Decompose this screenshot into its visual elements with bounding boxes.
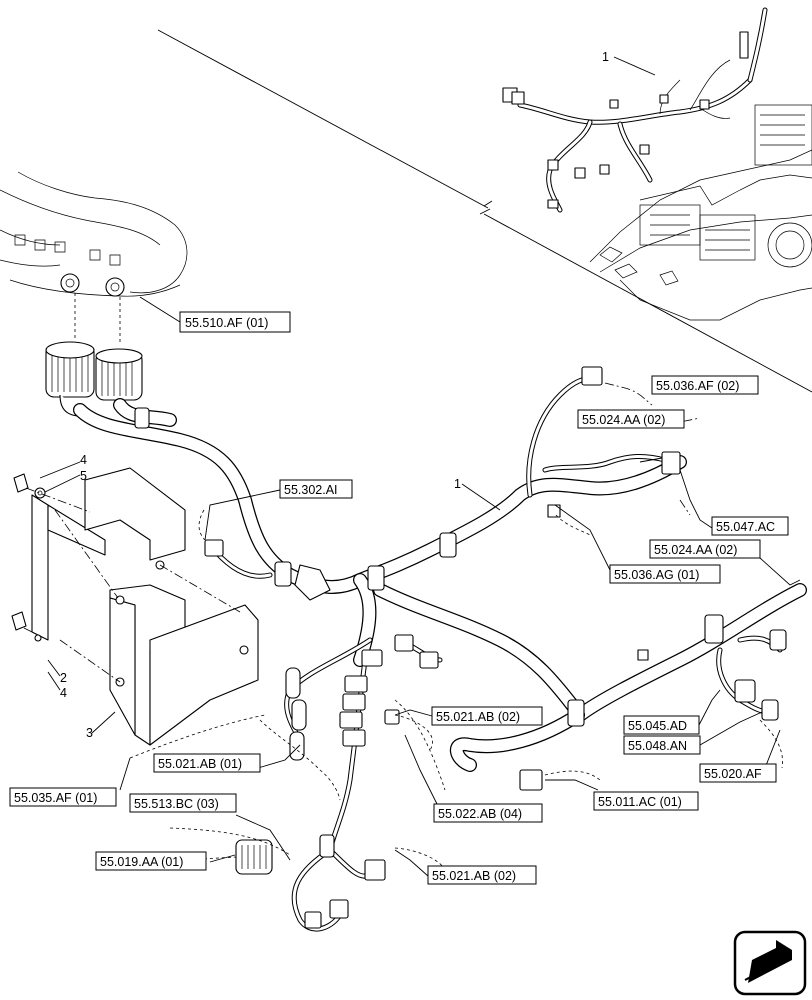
item-3-label: 3 — [86, 726, 93, 740]
callout-55-047-ac[interactable]: 55.047.AC — [711, 516, 789, 536]
upper-manifold-sketch — [0, 171, 188, 345]
callout-55-035-af-01[interactable]: 55.035.AF (01) — [9, 787, 117, 807]
svg-text:55.036.AG (01): 55.036.AG (01) — [614, 568, 699, 582]
item-5-label: 5 — [80, 469, 87, 483]
callout-55-036-ag-01[interactable]: 55.036.AG (01) — [609, 564, 721, 584]
svg-text:55.510.AF (01): 55.510.AF (01) — [185, 316, 268, 330]
svg-text:55.024.AA (02): 55.024.AA (02) — [582, 413, 665, 427]
svg-text:55.021.AB (02): 55.021.AB (02) — [436, 710, 520, 724]
return-arrow-icon[interactable] — [733, 930, 807, 996]
svg-text:55.036.AF (02): 55.036.AF (02) — [656, 379, 739, 393]
callout-55-036-af-02[interactable]: 55.036.AF (02) — [651, 375, 759, 395]
svg-text:55.019.AA (01): 55.019.AA (01) — [100, 855, 183, 869]
callout-55-019-aa-01[interactable]: 55.019.AA (01) — [95, 851, 207, 871]
svg-text:55.045.AD: 55.045.AD — [628, 719, 687, 733]
callout-55-024-aa-02-upper[interactable]: 55.024.AA (02) — [577, 409, 685, 429]
callout-55-024-aa-02-lower[interactable]: 55.024.AA (02) — [649, 539, 761, 559]
item-4-bottom-label: 4 — [60, 686, 67, 700]
item-1-main-label: 1 — [454, 477, 461, 491]
twin-round-connectors — [45, 341, 143, 419]
svg-text:55.021.AB (02): 55.021.AB (02) — [432, 869, 516, 883]
callout-55-513-bc-03[interactable]: 55.513.BC (03) — [129, 793, 237, 813]
callout-55-020-af[interactable]: 55.020.AF — [699, 763, 777, 783]
svg-text:55.302.AI: 55.302.AI — [284, 483, 338, 497]
inset-overview: 1 — [157, 7, 812, 393]
svg-text:55.024.AA (02): 55.024.AA (02) — [654, 543, 737, 557]
svg-text:55.513.BC (03): 55.513.BC (03) — [134, 797, 219, 811]
callout-55-021-ab-02-upper[interactable]: 55.021.AB (02) — [431, 706, 543, 726]
callout-55-021-ab-02-lower[interactable]: 55.021.AB (02) — [427, 865, 537, 885]
harness-clamps — [134, 407, 724, 858]
svg-text:55.011.AC (01): 55.011.AC (01) — [598, 795, 682, 809]
svg-text:55.022.AB (04): 55.022.AB (04) — [438, 807, 522, 821]
item-4-top-label: 4 — [80, 453, 87, 467]
svg-text:55.020.AF: 55.020.AF — [704, 767, 762, 781]
callout-55-045-ad[interactable]: 55.045.AD — [623, 715, 700, 735]
bracket-assembly — [11, 467, 259, 746]
callout-55-302-ai[interactable]: 55.302.AI — [279, 479, 353, 499]
item-2-label: 2 — [60, 671, 67, 685]
callout-55-510-af-01[interactable]: 55.510.AF (01) — [179, 311, 291, 333]
svg-text:55.035.AF (01): 55.035.AF (01) — [14, 791, 97, 805]
callout-55-021-ab-01[interactable]: 55.021.AB (01) — [153, 753, 261, 773]
svg-text:55.047.AC: 55.047.AC — [716, 520, 775, 534]
callout-55-011-ac-01[interactable]: 55.011.AC (01) — [593, 791, 699, 811]
inset-harness — [502, 7, 768, 213]
svg-text:55.021.AB (01): 55.021.AB (01) — [158, 757, 242, 771]
svg-text:55.048.AN: 55.048.AN — [628, 739, 687, 753]
callout-55-022-ab-04[interactable]: 55.022.AB (04) — [433, 803, 543, 823]
callout-55-048-an[interactable]: 55.048.AN — [623, 735, 701, 755]
tractor-sketch — [589, 104, 812, 321]
harness-connectors — [204, 366, 787, 929]
item-1-inset-label: 1 — [602, 50, 609, 64]
